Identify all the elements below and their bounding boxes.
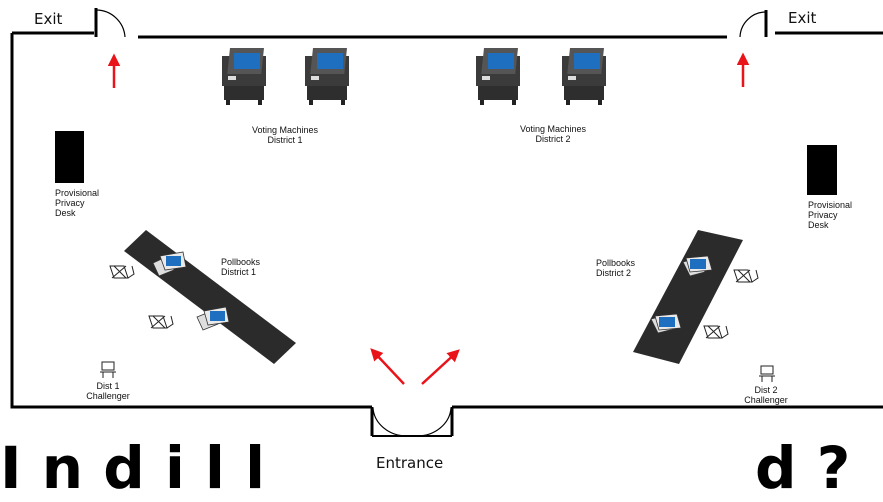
voting-machine-icon	[222, 48, 266, 105]
pollbooks-d2-label: Pollbooks District 2	[596, 258, 636, 278]
voting-machines-d2	[476, 48, 606, 105]
floor-plan	[10, 8, 883, 437]
challenger-d1-label: Dist 1 Challenger	[86, 381, 130, 401]
arrow-entrance-left	[370, 348, 405, 385]
chair-icon	[109, 265, 135, 279]
laptop-icon	[152, 251, 187, 277]
voting-machines-d1-label: Voting Machines District 1	[251, 125, 319, 145]
challenger-chair-d2-icon	[759, 365, 775, 382]
chair-icon	[148, 315, 174, 329]
voting-machine-icon	[476, 48, 520, 105]
pollbook-table-d2	[633, 230, 743, 364]
bottom-heading-right: d ?	[755, 434, 851, 502]
voting-machine-icon	[305, 48, 349, 105]
exit-label-left: Exit	[34, 10, 63, 28]
pollbook-table-d1	[124, 230, 296, 364]
laptop-icon	[650, 313, 682, 334]
provisional-desk-left-label: Provisional Privacy Desk	[55, 188, 100, 218]
pollbooks-d1-label: Pollbooks District 1	[221, 257, 261, 277]
entrance-label: Entrance	[376, 454, 444, 472]
provisional-desk-right-label: Provisional Privacy Desk	[808, 200, 853, 230]
entrance-doors	[370, 407, 454, 437]
voting-machines-d1	[222, 48, 349, 105]
challenger-chair-d1-icon	[100, 361, 116, 378]
traffic-arrows	[107, 52, 750, 385]
exit-door-right	[739, 10, 768, 38]
provisional-desk-left	[55, 131, 84, 183]
arrow-entrance-right	[421, 349, 460, 385]
laptop-icon	[196, 306, 230, 331]
voting-machines-d2-label: Voting Machines District 2	[519, 124, 587, 144]
bottom-heading-left: I n d i l l	[0, 434, 265, 502]
chair-icon	[733, 269, 759, 283]
exit-door-left	[94, 8, 126, 38]
chair-icon	[703, 325, 729, 339]
challenger-d2-label: Dist 2 Challenger	[744, 385, 788, 405]
voting-machine-icon	[562, 48, 606, 105]
exit-label-right: Exit	[788, 9, 817, 27]
laptop-icon	[682, 255, 713, 277]
provisional-desk-right	[807, 145, 837, 195]
walls	[10, 31, 883, 409]
